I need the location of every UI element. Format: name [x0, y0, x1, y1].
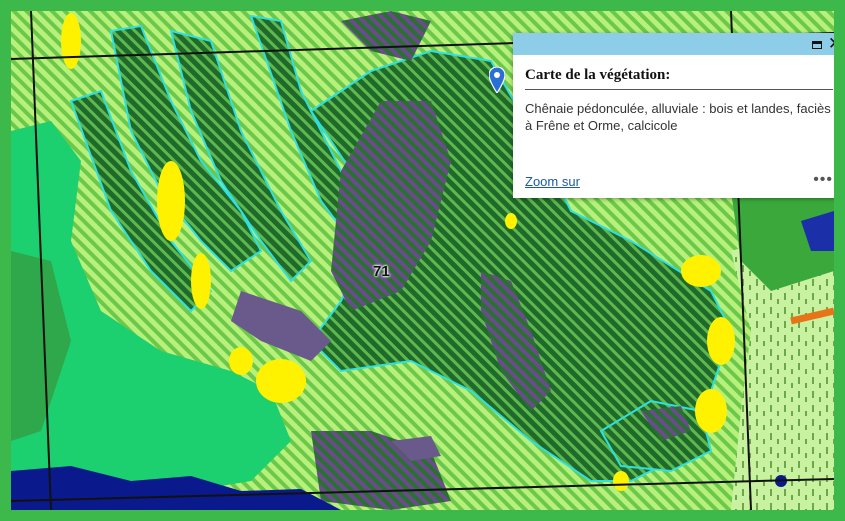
maximize-icon: [812, 41, 822, 49]
popup-header: ✕: [513, 33, 843, 55]
maximize-button[interactable]: [809, 36, 825, 52]
popup-footer: Zoom sur •••: [525, 171, 833, 191]
popup-title: Carte de la végétation:: [525, 67, 833, 90]
zoom-to-link[interactable]: Zoom sur: [525, 174, 580, 189]
map-pin-icon[interactable]: [489, 67, 505, 93]
polygon-label: 71: [373, 263, 390, 280]
orange-line: [790, 307, 834, 325]
dashed-zone: [731, 221, 834, 510]
close-button[interactable]: ✕: [827, 34, 843, 53]
yellow-zones: [61, 13, 735, 491]
dark-blue-zone-right: [801, 211, 834, 251]
purple-solid-zone: [231, 291, 331, 361]
more-options-icon[interactable]: •••: [813, 171, 833, 188]
popup-description: Chênaie pédonculée, alluviale : bois et …: [525, 101, 831, 133]
purple-solid-zone-2: [391, 436, 441, 461]
bright-green-zone: [11, 121, 291, 491]
close-icon: ✕: [827, 34, 843, 53]
green-zone-left: [11, 251, 71, 441]
feature-popup: ✕ Carte de la végétation: Chênaie pédonc…: [513, 33, 843, 198]
green-zone-right: [731, 181, 834, 291]
